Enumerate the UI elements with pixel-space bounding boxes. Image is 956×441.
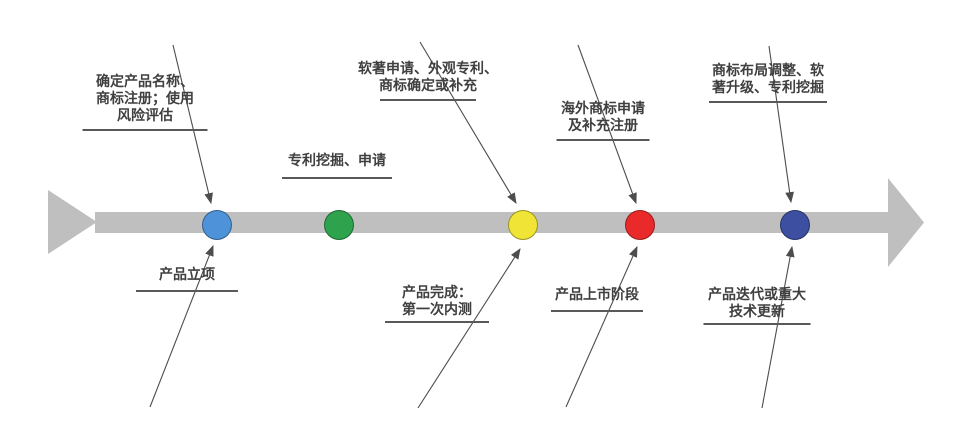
label-underline xyxy=(136,290,238,292)
ip-label-milestone-4: 海外商标申请 及补充注册 xyxy=(556,100,650,141)
milestone-dot-indigo xyxy=(780,210,810,240)
ip-label-line: 及补充注册 xyxy=(568,117,638,133)
milestone-dot-green xyxy=(324,210,354,240)
ip-label-line: 商标布局调整、软 xyxy=(712,62,824,78)
label-underline xyxy=(380,99,476,101)
ip-label-line: 软著申请、外观专利、 xyxy=(358,60,498,76)
ip-label-milestone-2: 专利挖掘、申请 xyxy=(282,152,392,179)
stage-label-milestone-5: 产品迭代或重大 技术更新 xyxy=(703,286,811,325)
ip-label-line: 海外商标申请 xyxy=(561,100,645,116)
stage-label-milestone-4: 产品上市阶段 xyxy=(551,286,643,312)
connector-bottom-to-indigo-dot xyxy=(761,245,795,409)
timeline-arrowhead-icon xyxy=(888,178,924,267)
ip-label-line: 专利挖掘、申请 xyxy=(288,152,386,168)
timeline-bar xyxy=(95,212,890,233)
connector-bottom-to-yellow-dot xyxy=(417,248,521,409)
label-underline xyxy=(556,139,650,141)
ip-label-line: 确定产品名称、 xyxy=(96,73,194,89)
stage-label-line: 产品立项 xyxy=(159,266,215,282)
timeline-start-flare xyxy=(48,190,97,254)
label-underline xyxy=(709,101,827,103)
stage-label-milestone-3: 产品完成： 第一次内测 xyxy=(385,284,489,323)
ip-label-milestone-3: 软著申请、外观专利、 商标确定或补充 xyxy=(358,60,498,101)
milestone-dot-yellow xyxy=(508,210,538,240)
stage-label-milestone-1: 产品立项 xyxy=(136,266,238,292)
ip-label-milestone-5: 商标布局调整、软 著升级、专利挖掘 xyxy=(709,62,827,103)
ip-label-line: 著升级、专利挖掘 xyxy=(712,79,824,95)
label-underline xyxy=(385,321,489,323)
label-underline xyxy=(551,310,643,312)
ip-label-line: 商标确定或补充 xyxy=(379,77,477,93)
stage-label-line: 产品上市阶段 xyxy=(555,286,639,302)
ip-label-milestone-1: 确定产品名称、 商标注册；使用 风险评估 xyxy=(82,73,208,131)
ip-label-line: 商标注册；使用 xyxy=(96,90,194,106)
label-underline xyxy=(703,323,811,325)
milestone-dot-blue xyxy=(202,210,232,240)
label-underline xyxy=(282,177,392,179)
stage-label-line: 产品完成： xyxy=(402,284,472,300)
stage-label-line: 技术更新 xyxy=(729,303,785,319)
stage-label-line: 第一次内测 xyxy=(402,301,472,317)
milestone-dot-red xyxy=(625,210,655,240)
ip-label-line: 风险评估 xyxy=(117,107,173,123)
connector-bottom-to-red-dot xyxy=(565,245,638,408)
label-underline xyxy=(82,129,208,131)
stage-label-line: 产品迭代或重大 xyxy=(708,286,806,302)
